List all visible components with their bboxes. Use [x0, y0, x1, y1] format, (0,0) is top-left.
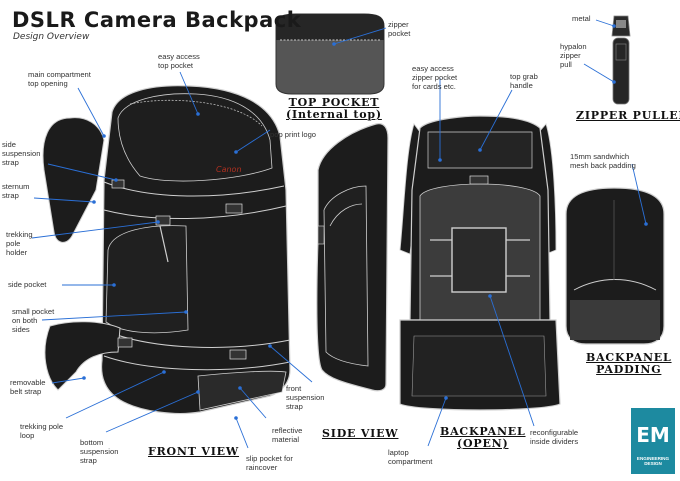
badge-letters: EM — [636, 423, 670, 447]
callout-trekking-pole-loop: trekking pole loop — [20, 422, 64, 440]
callout-lines — [31, 19, 647, 449]
side-suspension-strap-shape — [42, 117, 105, 243]
callout-easy-access-zipper-pocket: easy access zipper pocket for cards etc. — [412, 64, 458, 91]
section-front-view: FRONT VIEW — [148, 445, 240, 458]
callout-mesh-back-padding: 15mm sandwhich mesh back padding — [570, 152, 636, 170]
zipper-puller-drawing — [611, 15, 631, 105]
callout-bottom-suspension-strap: bottom suspension strap — [80, 438, 119, 465]
callout-metal: metal — [572, 14, 591, 23]
page-subtitle: Design Overview — [13, 32, 90, 42]
callout-removable-belt-strap: removable belt strap — [10, 378, 46, 396]
section-backpanel-padding: BACKPANEL PADDING — [586, 351, 672, 376]
callout-main-compartment: main compartment top opening — [28, 70, 91, 88]
callout-dots — [82, 24, 648, 420]
side-pocket-shape — [105, 225, 189, 334]
section-top-pocket: TOP POCKET (Internal top) — [286, 96, 382, 121]
callout-reflective-material: reflective material — [272, 426, 303, 444]
callout-hypalon-zipper-pull: hypalon zipper pull — [560, 42, 587, 69]
callout-trekking-pole-holder: trekking pole holder — [6, 230, 33, 257]
section-backpanel-open: BACKPANEL (OPEN) — [440, 425, 526, 450]
callout-sternum-strap: sternum strap — [2, 182, 30, 200]
callout-slip-pocket: slip pocket for raincover — [246, 454, 293, 472]
side-view-drawing — [316, 123, 389, 392]
callout-front-suspension-strap: front suspension strap — [286, 384, 325, 411]
backpanel-open-drawing — [399, 115, 561, 411]
top-pocket-drawing — [275, 13, 385, 95]
page-title: DSLR Camera Backpack — [12, 8, 302, 32]
callout-top-grab-handle: top grab handle — [510, 72, 538, 90]
section-side-view: SIDE VIEW — [322, 427, 399, 440]
callout-zipper-pocket: zipper pocket — [388, 20, 411, 38]
section-zipper-puller: ZIPPER PULLER — [576, 109, 680, 122]
callout-easy-access-top-pocket: easy access top pocket — [158, 52, 200, 70]
callout-laptop-compartment: laptop compartment — [388, 448, 433, 466]
removable-belt-strap-shape — [44, 321, 121, 391]
backpanel-padding-drawing — [565, 187, 665, 345]
callout-reconfigurable-dividers: reconfigurable inside dividers — [530, 428, 579, 446]
bag-logo: Canon — [216, 165, 242, 174]
callout-side-suspension-strap: side suspension strap — [2, 140, 41, 167]
front-view-drawing: Canon — [42, 85, 291, 415]
brand-badge: EM — [631, 408, 675, 474]
callout-side-pocket: side pocket — [8, 280, 47, 289]
callout-small-pocket: small pocket on both sides — [12, 307, 55, 334]
badge-caption: ENGINEERING DESIGN — [636, 456, 670, 466]
callout-pop-print-logo: pop print logo — [270, 130, 317, 139]
front-top-pocket-shape — [117, 93, 273, 182]
